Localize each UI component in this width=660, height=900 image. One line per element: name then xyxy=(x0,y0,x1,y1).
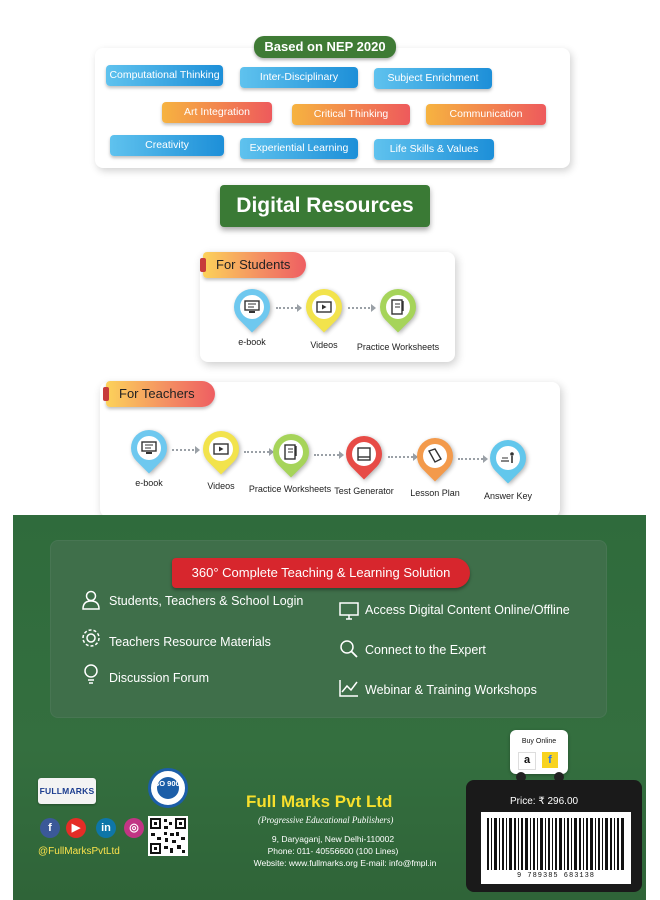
iso-label: ISO 9001 xyxy=(152,779,184,788)
fullmarks-logo: FULLMARKS xyxy=(38,778,96,804)
skill-pill: Computational Thinking xyxy=(106,65,223,86)
skill-pill: Inter-Disciplinary xyxy=(240,67,358,88)
flow-arrow xyxy=(276,304,302,312)
resource-label: e-book xyxy=(135,478,163,488)
facebook-icon[interactable]: f xyxy=(40,818,60,838)
resource-label: Practice Worksheets xyxy=(248,484,332,494)
linkedin-icon[interactable]: in xyxy=(96,818,116,838)
iso-seal: ISO 9001 xyxy=(148,768,188,808)
feature-webinar: Webinar & Training Workshops xyxy=(365,683,537,697)
skill-pill: Life Skills & Values xyxy=(374,139,494,160)
resource-label: Practice Worksheets xyxy=(356,342,440,352)
ebook-icon xyxy=(226,281,278,333)
skill-pill: Critical Thinking xyxy=(292,104,410,125)
flow-arrow xyxy=(244,448,274,456)
chart-icon xyxy=(339,680,358,697)
bulb-icon xyxy=(84,664,98,684)
user-icon xyxy=(82,590,100,610)
feature-resource-materials: Teachers Resource Materials xyxy=(109,635,271,649)
worksheet-icon xyxy=(265,426,317,478)
students-tag: For Students xyxy=(200,252,306,278)
buy-online-label: Buy Online xyxy=(521,738,557,745)
flow-arrow xyxy=(172,446,200,454)
flow-arrow xyxy=(348,304,376,312)
price-label: Price: ₹ 296.00 xyxy=(510,796,579,807)
barcode-bars xyxy=(487,818,624,870)
video-icon xyxy=(195,423,247,475)
company-name: Full Marks Pvt Ltd xyxy=(246,792,393,811)
flow-arrow xyxy=(458,455,488,463)
resource-label: Videos xyxy=(207,481,235,491)
skill-pill: Communication xyxy=(426,104,546,125)
video-icon xyxy=(298,281,350,333)
feature-connect-expert: Connect to the Expert xyxy=(365,643,486,657)
iso-badge-icon xyxy=(157,777,179,799)
monitor-icon xyxy=(339,602,359,620)
test-icon xyxy=(338,428,390,480)
resource-label: e-book xyxy=(238,337,266,347)
worksheet-icon xyxy=(372,281,424,333)
company-phone: Phone: 011- 40556600 (100 Lines) xyxy=(267,846,399,856)
flow-arrow xyxy=(388,453,418,461)
instagram-icon[interactable]: ◎ xyxy=(124,818,144,838)
resource-label: Videos xyxy=(310,340,338,350)
skill-pill: Art Integration xyxy=(162,102,272,123)
company-web-email: Website: www.fullmarks.org E-mail: info@… xyxy=(253,858,437,868)
cart-wheel xyxy=(516,772,526,782)
amazon-icon[interactable]: a xyxy=(518,752,536,770)
search-icon xyxy=(340,640,358,658)
teachers-tag: For Teachers xyxy=(103,381,215,407)
skill-pill: Subject Enrichment xyxy=(374,68,492,89)
flow-arrow xyxy=(314,451,344,459)
qr-code[interactable] xyxy=(148,816,188,856)
solution-banner: 360° Complete Teaching & Learning Soluti… xyxy=(172,558,470,588)
flipkart-icon[interactable]: f xyxy=(542,752,558,768)
social-handle: @FullMarksPvtLtd xyxy=(38,846,120,857)
cart-wheel xyxy=(554,772,564,782)
feature-discussion-forum: Discussion Forum xyxy=(109,671,210,685)
lesson-plan-icon xyxy=(409,430,461,482)
youtube-icon[interactable]: ▶ xyxy=(66,818,86,838)
company-address: 9, Daryaganj, New Delhi-110002 xyxy=(271,834,395,844)
resource-label: Test Generator xyxy=(334,486,394,496)
answer-key-icon xyxy=(482,432,534,484)
isbn-number: 9 789385 683138 xyxy=(516,872,595,880)
resource-label: Lesson Plan xyxy=(410,488,460,498)
ebook-icon xyxy=(123,422,175,474)
gear-icon xyxy=(82,629,100,647)
digital-resources-title: Digital Resources xyxy=(220,185,430,227)
skill-pill: Creativity xyxy=(110,135,224,156)
barcode xyxy=(481,812,631,884)
resource-label: Answer Key xyxy=(483,491,533,501)
feature-digital-content: Access Digital Content Online/Offline xyxy=(365,603,570,617)
company-tagline: (Progressive Educational Publishers) xyxy=(258,815,394,825)
nep-title: Based on NEP 2020 xyxy=(254,36,396,58)
feature-login: Students, Teachers & School Login xyxy=(109,594,304,608)
skill-pill: Experiential Learning xyxy=(240,138,358,159)
